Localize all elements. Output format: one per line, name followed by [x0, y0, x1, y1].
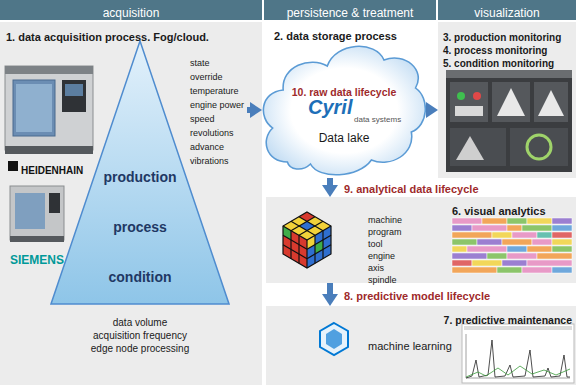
- pyramid-level: process: [113, 219, 167, 235]
- text-slot: 3. production monitoring: [443, 27, 561, 45]
- text-slot: vibrations: [190, 150, 229, 168]
- brand-logo: HEIDENHAIN: [21, 165, 83, 177]
- text-slot: 7. predictive maintenance: [444, 310, 572, 328]
- flow-arrow: [327, 283, 333, 298]
- note-text: acquisition frequency: [93, 330, 187, 342]
- text-slot: 8. predictive model lifecycle: [342, 286, 492, 304]
- pyramid-level: condition: [109, 269, 172, 285]
- brand-icon: [8, 161, 18, 171]
- signal-name: override: [190, 72, 223, 82]
- text-slot: temperature: [190, 80, 239, 98]
- column-header: visualization: [438, 0, 576, 20]
- section-heading: 4. process monitoring: [443, 45, 547, 57]
- dimension-name: engine: [368, 251, 395, 261]
- text-slot: HEIDENHAIN: [21, 160, 83, 178]
- text-slot: visualization: [438, 3, 576, 21]
- section-heading: 6. visual analytics: [452, 205, 546, 218]
- flow-arrow: [247, 107, 254, 113]
- signal-name: vibrations: [190, 156, 229, 166]
- heidenhain-machine: [5, 66, 93, 154]
- logo-text: Cyril: [308, 96, 352, 119]
- text-slot: 9. analytical data lifecycle: [342, 179, 481, 197]
- text-slot: speed: [190, 108, 215, 126]
- signal-name: temperature: [190, 86, 239, 96]
- signal-name: engine power: [190, 100, 244, 110]
- cloud-outline: [263, 46, 425, 174]
- flow-arrow: [327, 178, 333, 189]
- text-slot: Cyril: [308, 96, 352, 119]
- text-slot: 2. data storage process: [274, 26, 397, 44]
- dimension-name: tool: [368, 239, 383, 249]
- text-slot: override: [190, 66, 223, 84]
- text-slot: data volume: [60, 312, 220, 330]
- signal-name: state: [190, 58, 210, 68]
- section-heading: 1. data acquisition process. Fog/cloud.: [6, 31, 209, 44]
- text-slot: SIEMENS: [10, 250, 64, 268]
- lifecycle-label: 8. predictive model lifecycle: [342, 290, 492, 303]
- pyramid-level: production: [103, 169, 176, 185]
- dimension-name: spindle: [368, 275, 397, 285]
- data-lake-cloud: 2. data storage process10. raw data life…: [262, 22, 426, 178]
- logo-text: data systems: [354, 115, 401, 124]
- dashboard-screenshot: [446, 70, 572, 172]
- machine-learning-icon: [320, 323, 348, 355]
- text-slot: advance: [190, 136, 224, 154]
- column-header: acquisition: [0, 0, 262, 20]
- dimension-name: program: [368, 227, 402, 237]
- method-label: machine learning: [368, 340, 452, 353]
- note-text: edge node processing: [91, 343, 189, 355]
- text-slot: engine power: [190, 94, 244, 112]
- signal-name: advance: [190, 142, 224, 152]
- header-text: visualization: [474, 7, 539, 21]
- section-heading: 3. production monitoring: [443, 32, 561, 44]
- column-header: persistence & treatment: [264, 0, 436, 20]
- dimension-name: axis: [368, 263, 384, 273]
- text-slot: 1. data acquisition process. Fog/cloud.: [6, 27, 209, 45]
- section-heading: 7. predictive maintenance: [444, 314, 572, 326]
- text-slot: machine: [368, 209, 402, 227]
- note-text: data volume: [113, 317, 167, 329]
- signal-list: state override temperature engine power spee…: [190, 52, 247, 164]
- section-heading: 5. condition monitoring: [443, 58, 554, 70]
- lifecycle-label: 9. analytical data lifecycle: [342, 183, 481, 196]
- header-text: persistence & treatment: [287, 7, 414, 21]
- signal-name: speed: [190, 114, 215, 124]
- dimension-name: machine: [368, 215, 402, 225]
- prediction-chart: [462, 324, 574, 383]
- text-slot: revolutions: [190, 122, 234, 140]
- flow-arrow: [426, 107, 430, 113]
- lake-label: Data lake: [319, 132, 370, 146]
- text-slot: persistence & treatment: [264, 3, 436, 21]
- header-text: acquisition: [103, 7, 160, 21]
- text-slot: machine learning: [368, 336, 452, 354]
- brand-logo: SIEMENS: [10, 254, 64, 268]
- text-slot: state: [190, 52, 210, 70]
- section-heading: 2. data storage process: [274, 30, 397, 43]
- signal-name: revolutions: [190, 128, 234, 138]
- siemens-machine: [10, 186, 64, 242]
- text-slot: 6. visual analytics: [452, 201, 546, 219]
- text-slot: acquisition: [0, 3, 262, 21]
